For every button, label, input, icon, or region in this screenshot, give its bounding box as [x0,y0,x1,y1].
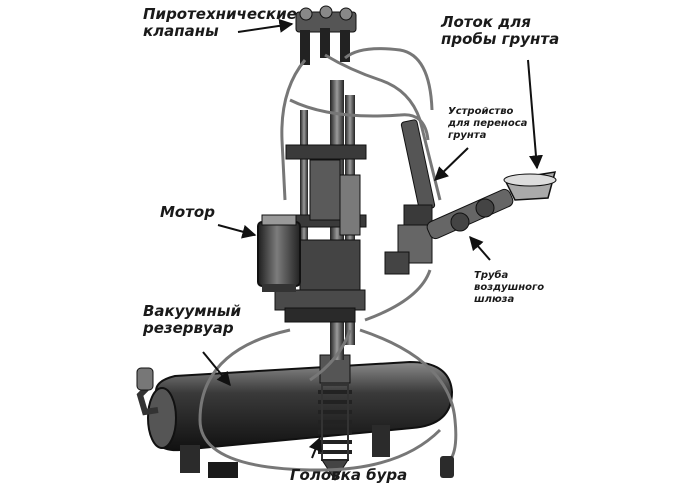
motor-shape [257,214,301,292]
airlock-tube-shape [426,188,514,240]
soil-tray-shape [503,171,557,201]
label-soil-tray: Лоток для пробы грунта [441,13,560,48]
arrow-soil-tray [527,59,543,170]
connector-plug [440,456,454,478]
tubing [198,47,458,472]
arrow-vacuum-tank [202,351,231,387]
pyro-valves-shape [295,5,357,65]
arrow-drill-head [308,436,322,459]
label-pyro-valves: Пиротехнические клапаны [143,5,297,40]
frame-columns [274,80,367,360]
transfer-device-shape [384,119,436,275]
arrow-transfer-device [433,147,469,181]
label-motor: Мотор [160,203,215,221]
label-airlock-tube: Труба воздушного шлюза [474,270,545,305]
arrow-motor [217,224,257,239]
label-vacuum-tank: Вакуумный резервуар [143,302,241,337]
arrow-airlock-tube [469,235,491,261]
label-transfer-device: Устройство для переноса грунта [448,106,528,141]
arrow-pyro-valves [237,18,294,33]
label-drill-head: Головка бура [290,466,408,484]
vacuum-tank-shape [136,360,454,478]
